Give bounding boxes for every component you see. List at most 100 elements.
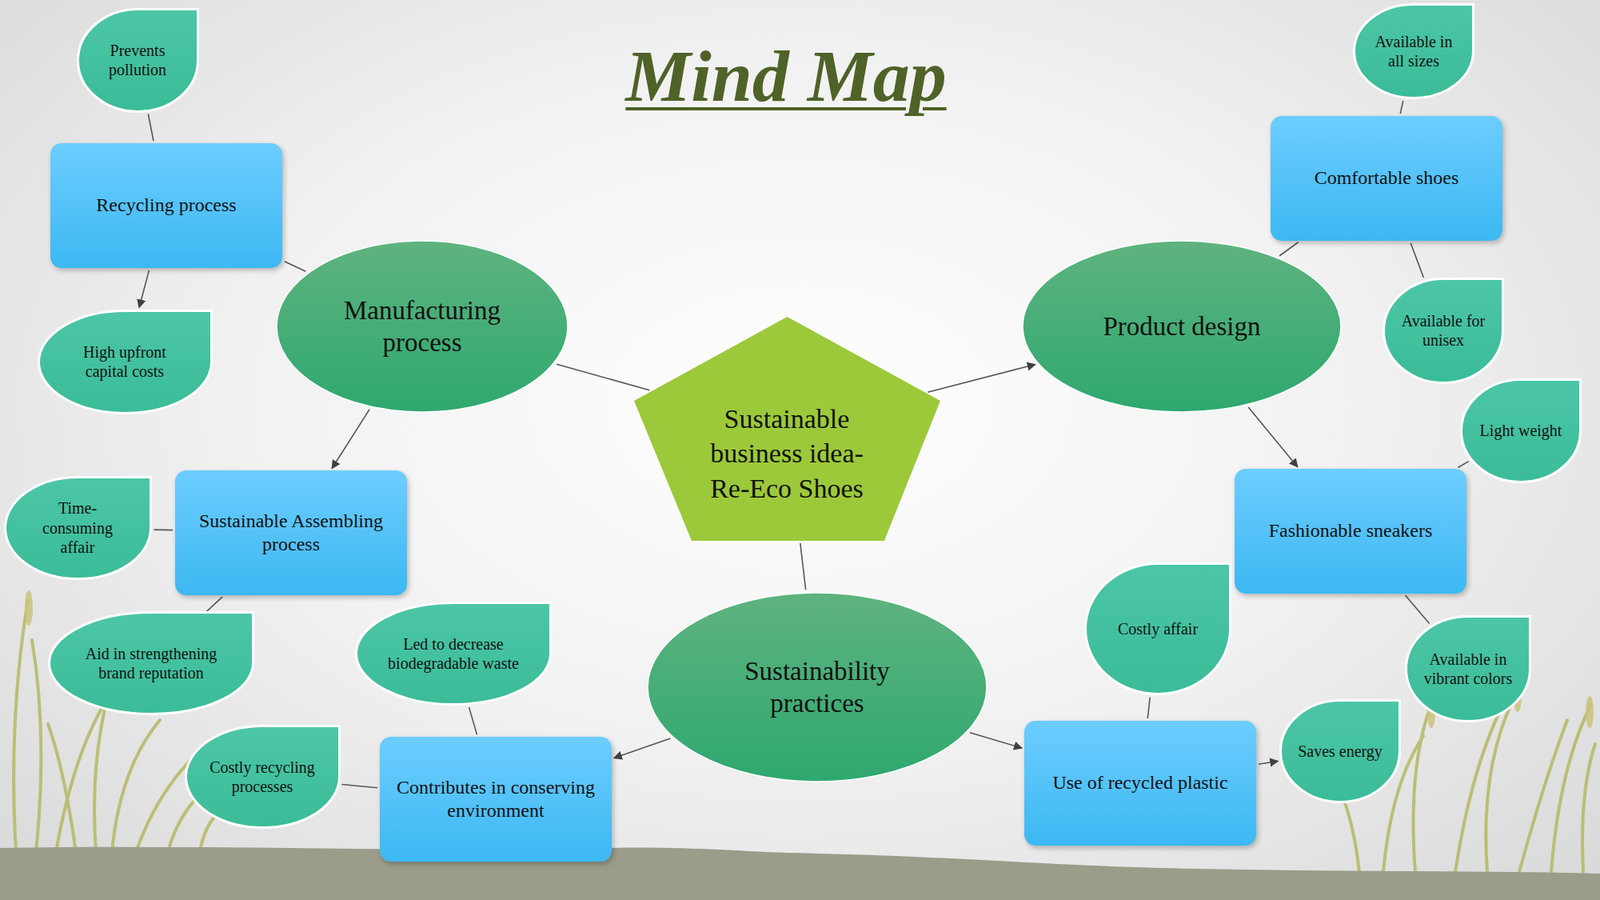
leaf-outline [1354,4,1474,99]
connector [1248,406,1298,467]
connector [1400,100,1403,114]
connector [153,528,173,531]
connector [969,732,1022,748]
node-shape [1382,277,1505,384]
text-block: Available in all sizes [1370,31,1458,72]
text-block: Available in vibrant colors [1422,649,1514,689]
branch-ellipse: Manufacturing process [275,239,569,413]
node-text: Sustainability practices [709,654,926,720]
node-text: Light weight [1477,420,1565,440]
text-block: Aid in strengthening brand reputation [76,643,226,683]
leaf-outline [1280,700,1401,802]
leaf-note: Available for unisex [1382,277,1505,384]
text-block: Light weight [1477,420,1565,440]
topic-box: Contributes in conserving environment [379,736,612,862]
title: Mind Map [625,33,946,119]
connector [139,270,149,308]
connector [556,363,650,391]
leaf-note: Light weight [1460,378,1582,483]
text-block: Comfortable shoes [1281,166,1492,190]
connector [1279,242,1298,256]
leaf-note: High upfront capital costs [37,309,213,415]
text-block: Costly affair [1105,618,1211,639]
node-text: Sustainable business idea- Re-Eco Shoes [708,401,866,507]
node-text: Costly affair [1105,618,1211,639]
text-block: Use of recycled plastic [1035,770,1245,795]
connector [614,738,671,759]
node-text: Sustainable Assembling process [186,509,396,557]
leaf-note: Costly affair [1084,562,1232,695]
leaf-note: Available in all sizes [1352,3,1475,100]
text-block: Saves energy [1296,741,1385,761]
node-shape [76,7,200,113]
connector [800,542,806,590]
node-text: Available for unisex [1400,311,1488,351]
topic-box: Fashionable sneakers [1234,468,1467,594]
node-text: Available in all sizes [1370,31,1458,72]
branch-ellipse: Sustainability practices [646,591,988,783]
leaf-note: Saves energy [1279,698,1401,803]
grass-blade [13,599,28,852]
topic-box: Comfortable shoes [1270,115,1503,241]
node-text: Saves energy [1296,741,1385,761]
node-text: Costly recycling processes [206,757,319,797]
branch-ellipse: Product design [1021,239,1342,413]
text-block: Led to decrease biodegradable waste [383,634,525,674]
text-block: Contributes in conserving environment [391,775,601,823]
text-block: Prevents pollution [93,40,182,80]
text-block: Available for unisex [1400,311,1488,351]
seed-head [24,590,33,626]
node-shape [275,239,569,413]
node-shape [37,309,213,415]
text-block: Fashionable sneakers [1245,518,1456,543]
node-text: High upfront capital costs [61,342,188,382]
node-text: Product design [1061,310,1302,343]
node-text: Recycling process [61,193,272,217]
connector [331,409,370,469]
grass-blade [111,719,160,852]
node-shape [646,591,988,783]
node-text: Manufacturing process [326,294,519,360]
leaf-outline [4,477,151,579]
node-shape [184,724,341,829]
ground [0,846,1600,900]
leaf-outline [1384,278,1504,383]
node-shape [1404,614,1532,723]
leaf-outline [185,726,340,828]
text-block: Time-consuming affair [24,498,132,557]
connector [341,784,378,788]
node-text: Aid in strengthening brand reputation [76,643,226,683]
ellipse-outline [1022,240,1341,412]
grass-blade [1582,743,1596,872]
ellipse-outline [276,240,568,412]
node-text: Time-consuming affair [24,498,132,557]
node-shape [355,601,552,706]
leaf-outline [77,8,198,112]
grass-blade [1413,703,1433,872]
text-block: Sustainable Assembling process [186,509,396,557]
text-block: Sustainability practices [709,654,926,720]
leaf-note: Time-consuming affair [3,475,152,580]
connector [1410,243,1424,278]
connector [469,706,478,735]
node-text: Contributes in conserving environment [391,775,601,823]
node-text: Led to decrease biodegradable waste [383,634,525,674]
pentagon-outline [634,316,941,541]
grass-blade [1455,703,1504,872]
connector [147,114,154,142]
connector [927,363,1035,392]
leaf-outline [38,310,212,413]
leaf-note: Led to decrease biodegradable waste [355,601,552,706]
leaf-note: Aid in strengthening brand reputation [47,610,255,715]
topic-box: Recycling process [50,143,283,268]
text-block: Manufacturing process [326,294,519,360]
node-shape [1352,3,1475,100]
grass-blade [31,639,41,852]
leaf-outline [1461,379,1581,482]
node-text: Comfortable shoes [1281,166,1492,190]
text-block: Product design [1061,310,1302,343]
grass-blade [47,723,76,852]
connector [1147,697,1150,719]
node-text: Available in vibrant colors [1422,649,1514,689]
ellipse-outline [647,592,987,782]
